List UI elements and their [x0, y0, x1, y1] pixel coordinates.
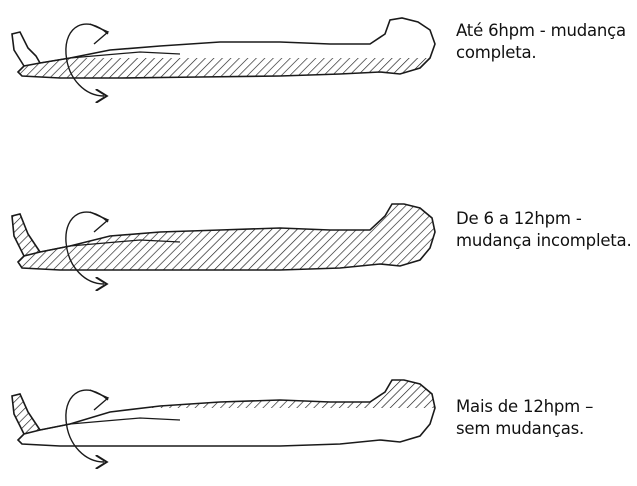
caption-no-change: Mais de 12hpm – sem mudanças.	[456, 396, 634, 440]
body-figure-3	[12, 380, 435, 462]
body-outline-2	[18, 204, 435, 270]
body-outline-3	[18, 380, 435, 446]
body-figure-2	[12, 204, 435, 284]
body-figure-1	[12, 18, 435, 96]
caption-complete-change: Até 6hpm - mudança completa.	[456, 20, 634, 64]
feet-2	[12, 214, 40, 256]
caption-incomplete-change: De 6 a 12hpm - mudança incompleta.	[456, 208, 634, 252]
feet-3	[12, 394, 40, 434]
feet-1	[12, 32, 40, 66]
